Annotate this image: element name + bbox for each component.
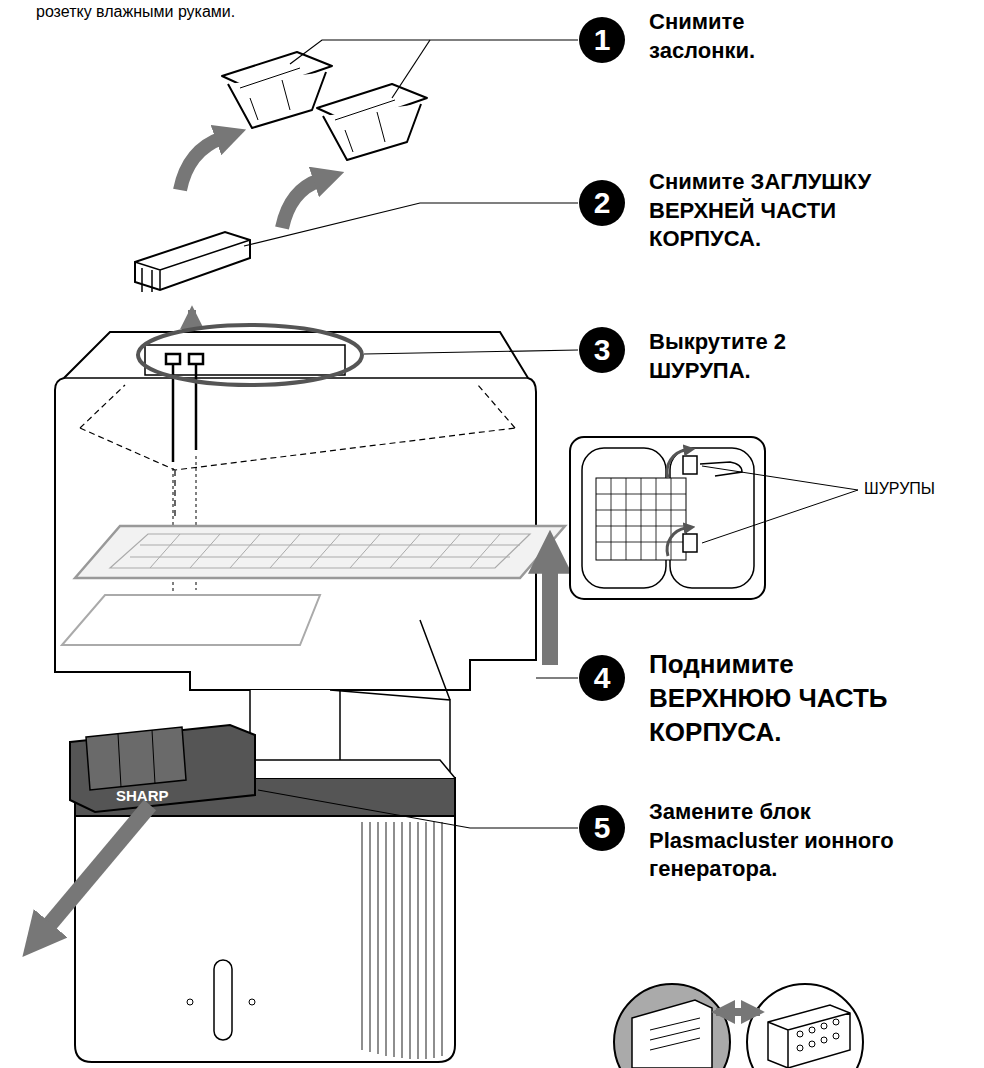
mode-slider — [214, 960, 232, 1040]
callout-number: 3 — [594, 335, 611, 365]
callout-number: 2 — [594, 188, 611, 218]
note-text: розетку влажными руками. — [36, 2, 235, 21]
upper-housing — [55, 332, 536, 690]
turn-arrow — [667, 528, 686, 556]
callout-circle: 1 — [579, 17, 625, 63]
housing-edge — [64, 377, 528, 379]
old-unit-slot — [650, 1018, 700, 1050]
inset-grid — [596, 478, 686, 560]
lift-arrow — [188, 310, 196, 328]
electrode — [833, 1019, 839, 1025]
step-instruction: Поднимите ВЕРХНЮЮ ЧАСТЬ КОРПУСА. — [649, 648, 934, 749]
leader-line — [536, 677, 578, 678]
electrode — [797, 1031, 803, 1037]
leader-line — [702, 466, 858, 543]
flap-rib — [240, 68, 300, 120]
tray-grid — [110, 534, 530, 568]
step-instruction: Снимите заслонки. — [649, 8, 819, 65]
screw-head — [189, 354, 203, 364]
flap — [228, 72, 326, 128]
electrode — [821, 1037, 827, 1043]
callout-circle: 3 — [579, 327, 625, 373]
callout-circle: 4 — [579, 655, 625, 701]
callout-circle: 2 — [579, 180, 625, 226]
screw — [683, 456, 697, 474]
electrode — [809, 1041, 815, 1047]
screw-head — [166, 354, 180, 364]
leader-line — [290, 40, 578, 64]
flap — [323, 104, 421, 160]
callout-number: 5 — [594, 813, 611, 843]
screws — [166, 354, 203, 462]
grille-slots — [362, 822, 442, 1059]
step-callout: 4 Поднимите ВЕРХНЮЮ ЧАСТЬ КОРПУСА. — [579, 648, 938, 754]
electrode — [797, 1045, 803, 1051]
leader-line — [392, 40, 430, 98]
highlight-ring — [138, 325, 362, 385]
grille — [362, 822, 442, 1059]
old-unit-slot — [632, 1000, 712, 1068]
old-unit-icon — [614, 984, 730, 1068]
inset-grid — [596, 478, 686, 560]
electrode — [809, 1027, 815, 1033]
removal-arrow — [282, 180, 320, 228]
step-callout: 2 Снимите ЗАГЛУШКУ ВЕРХНЕЙ ЧАСТИ КОРПУСА. — [579, 168, 953, 258]
inset-frame — [570, 437, 765, 599]
swap-arrow — [716, 1008, 760, 1016]
turn-arrow — [667, 450, 686, 478]
step-instruction: Выкрутите 2 ШУРУПА. — [649, 328, 799, 385]
tray — [75, 526, 565, 578]
ion-generator-edge — [118, 730, 155, 787]
electrode — [833, 1033, 839, 1039]
ion-generator-cover — [86, 727, 186, 790]
top-plug-edge — [135, 240, 250, 292]
step-callout: 5 Замените блок Plasmacluster ионного ген… — [579, 798, 918, 888]
electrode — [821, 1023, 827, 1029]
flap-rib — [335, 100, 395, 152]
screw — [195, 362, 198, 450]
leader-line — [258, 790, 578, 828]
removal-arrow — [180, 138, 222, 190]
callout-number: 4 — [594, 663, 611, 693]
hidden-line — [80, 385, 515, 520]
ion-generator — [70, 725, 255, 812]
step-callout: 3 Выкрутите 2 ШУРУПА. — [579, 327, 803, 390]
screw-housing — [145, 345, 345, 375]
tray-grid — [130, 534, 520, 568]
new-unit-block — [768, 1005, 850, 1068]
indicator — [187, 999, 193, 1005]
electrodes — [797, 1019, 839, 1051]
new-unit-icon — [747, 984, 863, 1068]
lift-arrow — [542, 565, 558, 665]
indicator — [249, 999, 255, 1005]
step-instruction: Замените блок Plasmacluster ионного гене… — [649, 798, 914, 884]
leader-line — [364, 350, 578, 354]
leader-lines — [244, 40, 578, 828]
tray-frame — [62, 595, 320, 645]
pull-arrow — [45, 805, 150, 930]
step-callout: 1 Снимите заслонки. — [579, 8, 823, 70]
step-instruction: Снимите ЗАГЛУШКУ ВЕРХНЕЙ ЧАСТИ КОРПУСА. — [649, 168, 949, 254]
callout-circle: 5 — [579, 805, 625, 851]
inner-column-edge — [340, 620, 450, 780]
leader-line — [244, 203, 578, 246]
part-label: ШУРУПЫ — [864, 479, 935, 498]
brand-logo: SHARP — [116, 787, 169, 805]
screw — [683, 534, 697, 552]
callout-number: 1 — [594, 25, 611, 55]
